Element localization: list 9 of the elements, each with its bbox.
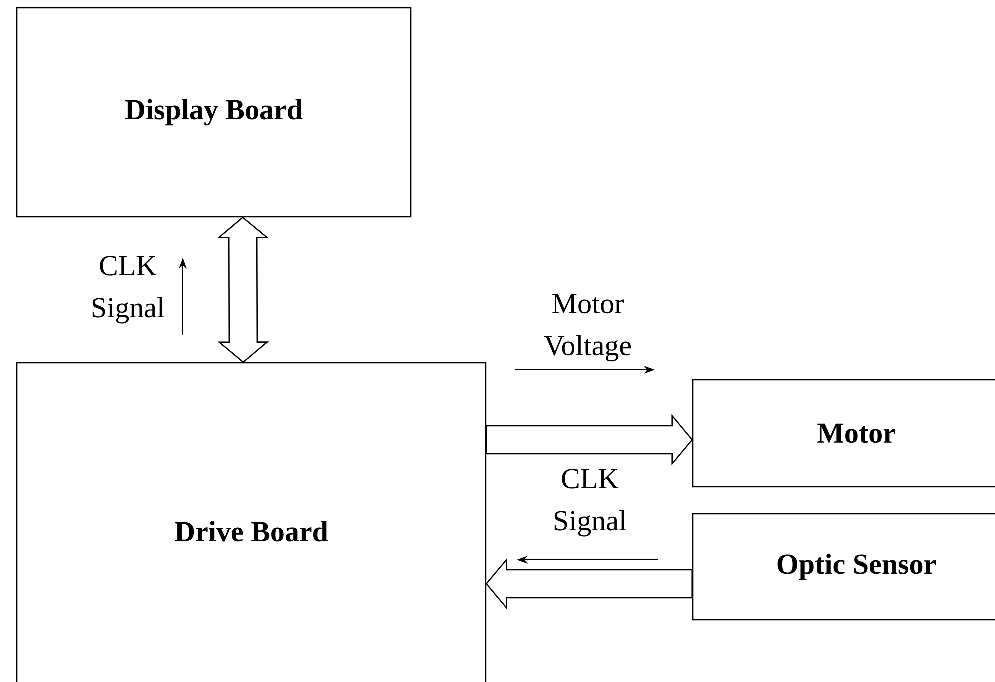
block-box: Optic Sensor bbox=[692, 513, 995, 621]
edge-label: Motor Voltage bbox=[541, 293, 635, 363]
hollow-arrow bbox=[486, 414, 694, 466]
block-box: Drive Board bbox=[16, 362, 487, 682]
edge-label: CLK Signal bbox=[81, 255, 175, 325]
hollow-arrow bbox=[486, 558, 693, 610]
edge-label: CLK Signal bbox=[543, 468, 637, 538]
block-box: Motor bbox=[692, 379, 995, 488]
block-box: Display Board bbox=[16, 7, 412, 218]
